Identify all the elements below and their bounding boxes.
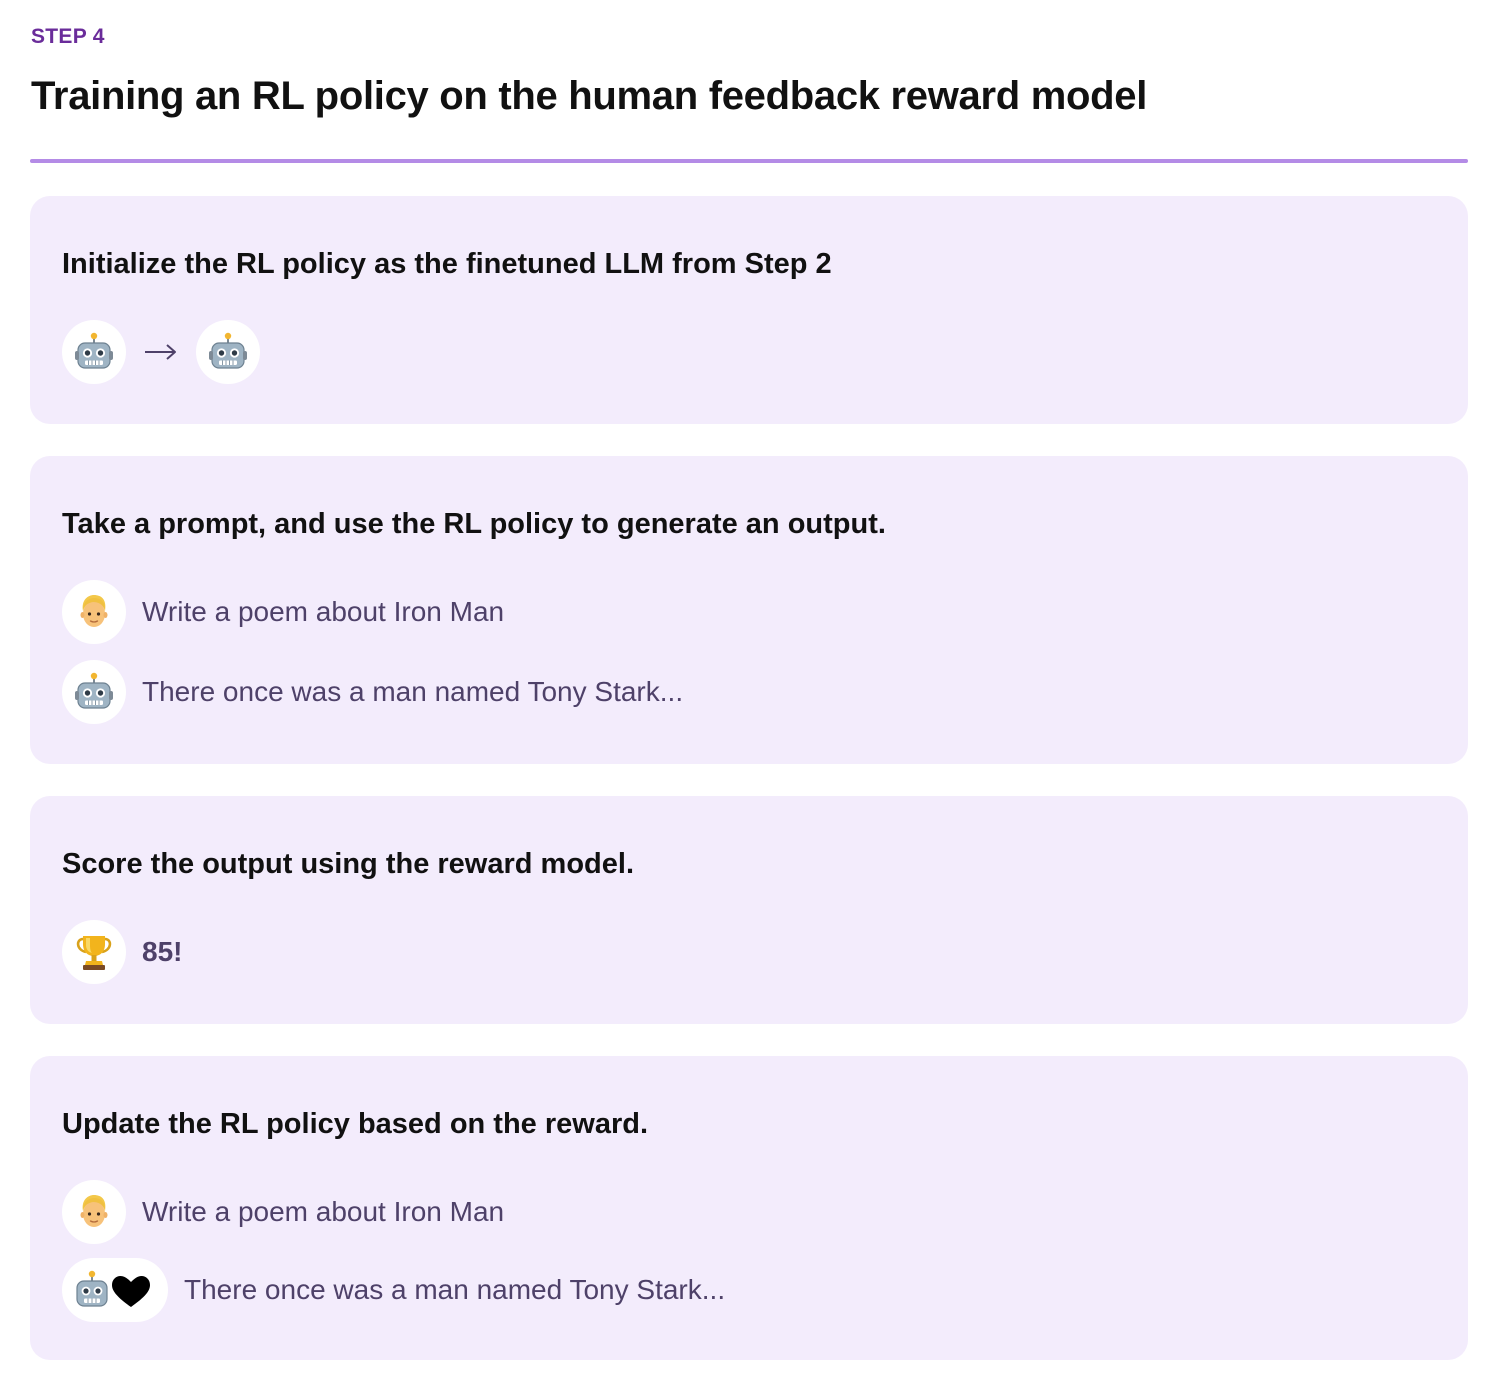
step-card-score: Score the output using the reward model.… bbox=[30, 796, 1468, 1024]
prompt-row: Write a poem about Iron Man bbox=[62, 580, 504, 644]
card-title: Take a prompt, and use the RL policy to … bbox=[62, 508, 886, 540]
prompt-text: Write a poem about Iron Man bbox=[142, 596, 505, 627]
card-title: Score the output using the reward model. bbox=[62, 848, 634, 880]
score-value: 85! bbox=[142, 936, 183, 967]
output-row: There once was a man named Tony Stark... bbox=[62, 660, 683, 724]
person-icon bbox=[62, 580, 126, 644]
title-divider bbox=[30, 159, 1468, 163]
output-text: There once was a man named Tony Stark... bbox=[142, 676, 684, 707]
step-card-update: Update the RL policy based on the reward… bbox=[30, 1056, 1468, 1360]
robot-heart-icon bbox=[62, 1258, 168, 1322]
prompt-row: Write a poem about Iron Man bbox=[62, 1180, 504, 1244]
robot-icon bbox=[62, 320, 126, 384]
card-title: Initialize the RL policy as the finetune… bbox=[62, 248, 832, 280]
card-title: Update the RL policy based on the reward… bbox=[62, 1108, 649, 1140]
icon-row bbox=[62, 320, 260, 384]
updated-output-text: There once was a man named Tony Stark... bbox=[184, 1274, 726, 1305]
robot-icon bbox=[196, 320, 260, 384]
score-row: 85! bbox=[62, 920, 182, 984]
prompt-text: Write a poem about Iron Man bbox=[142, 1196, 505, 1227]
arrow-right-icon bbox=[126, 320, 196, 384]
person-icon bbox=[62, 1180, 126, 1244]
step-card-generate: Take a prompt, and use the RL policy to … bbox=[30, 456, 1468, 764]
page-title: Training an RL policy on the human feedb… bbox=[31, 74, 1148, 118]
trophy-icon bbox=[62, 920, 126, 984]
step-card-initialize: Initialize the RL policy as the finetune… bbox=[30, 196, 1468, 424]
step-label: STEP 4 bbox=[31, 25, 105, 48]
updated-output-row: There once was a man named Tony Stark... bbox=[62, 1258, 725, 1322]
robot-icon bbox=[62, 660, 126, 724]
